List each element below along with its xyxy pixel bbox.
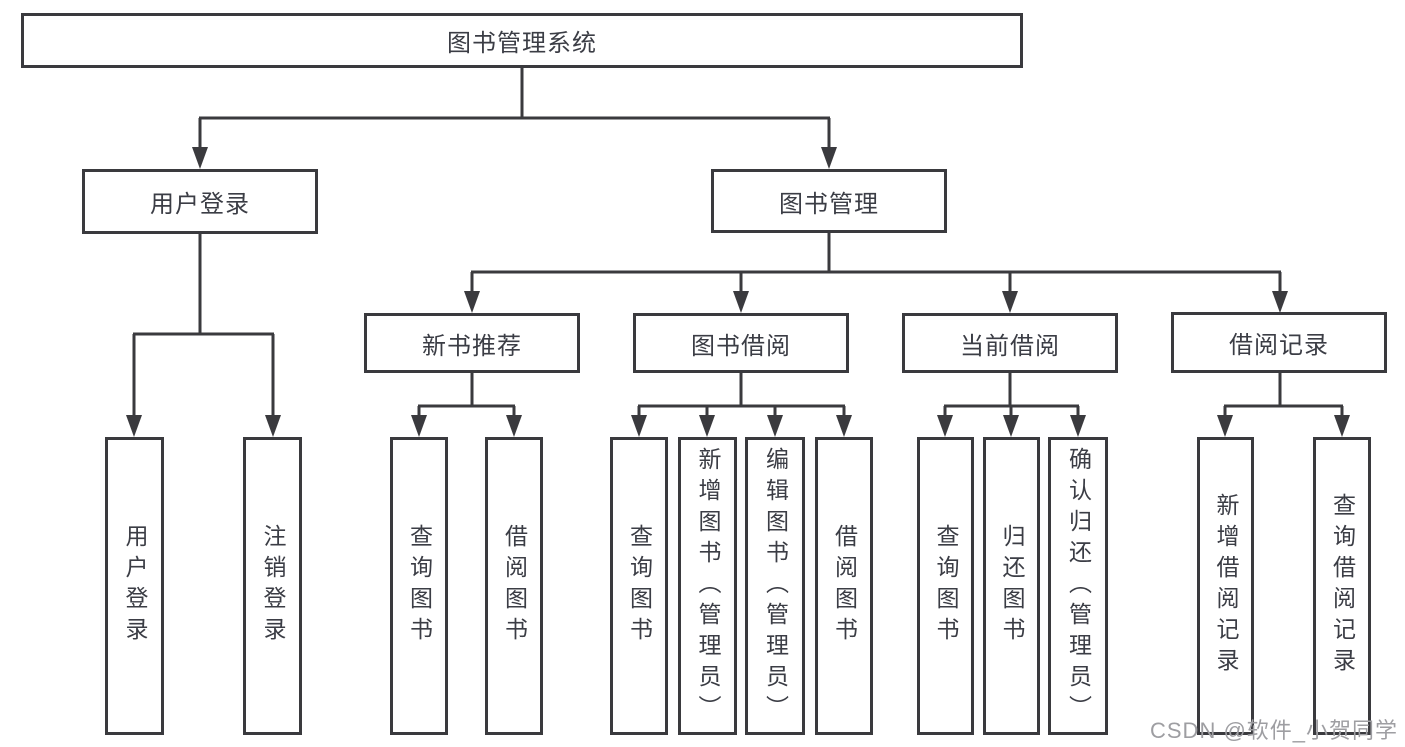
leaf-confirm-return-admin: 确认归还（管理员） — [1048, 437, 1108, 735]
leaf-logout: 注销登录 — [243, 437, 302, 735]
leaf-user-login: 用户登录 — [105, 437, 164, 735]
node-label: 图书借阅 — [691, 332, 791, 360]
node-label: 编辑图书（管理员） — [762, 446, 789, 726]
leaf-edit-books-admin: 编辑图书（管理员） — [745, 437, 805, 735]
node-library-management-system: 图书管理系统 — [21, 13, 1023, 68]
node-label: 用户登录 — [150, 191, 250, 218]
node-label: 用户登录 — [122, 524, 148, 648]
node-label: 归还图书 — [999, 524, 1025, 648]
node-book-borrowing: 图书借阅 — [633, 313, 849, 373]
node-label: 查询图书 — [406, 524, 433, 648]
leaf-borrow-books: 借阅图书 — [815, 437, 873, 735]
node-label: 查询图书 — [626, 524, 653, 648]
node-label: 借阅记录 — [1229, 332, 1329, 359]
node-label: 查询图书 — [933, 524, 959, 648]
node-label: 图书管理系统 — [447, 30, 597, 57]
node-user-login: 用户登录 — [82, 169, 318, 234]
node-current-borrowing: 当前借阅 — [902, 313, 1118, 373]
node-label: 新增借阅记录 — [1213, 493, 1239, 679]
leaf-query-borrow-record: 查询借阅记录 — [1313, 437, 1371, 735]
leaf-query-books: 查询图书 — [610, 437, 668, 735]
leaf-borrow-books: 借阅图书 — [485, 437, 543, 735]
node-label: 新增图书（管理员） — [695, 446, 721, 726]
node-label: 确认归还（管理员） — [1065, 446, 1092, 726]
node-label: 借阅图书 — [831, 524, 858, 648]
leaf-add-books-admin: 新增图书（管理员） — [678, 437, 737, 735]
arrowheads — [126, 147, 1350, 437]
csdn-watermark: CSDN @软件_小贺同学 — [1150, 718, 1399, 743]
node-label: 查询借阅记录 — [1329, 493, 1356, 679]
leaf-add-borrow-record: 新增借阅记录 — [1197, 437, 1254, 735]
node-label: 新书推荐 — [422, 332, 522, 360]
node-new-book-recommendation: 新书推荐 — [364, 313, 580, 373]
node-label: 当前借阅 — [960, 332, 1060, 360]
leaf-query-books: 查询图书 — [917, 437, 974, 735]
node-borrowing-records: 借阅记录 — [1171, 312, 1387, 373]
leaf-return-books: 归还图书 — [983, 437, 1040, 735]
node-label: 图书管理 — [779, 190, 879, 218]
node-label: 注销登录 — [260, 524, 286, 648]
node-label: 借阅图书 — [501, 524, 528, 648]
leaf-query-books: 查询图书 — [390, 437, 448, 735]
node-book-management: 图书管理 — [711, 169, 947, 233]
